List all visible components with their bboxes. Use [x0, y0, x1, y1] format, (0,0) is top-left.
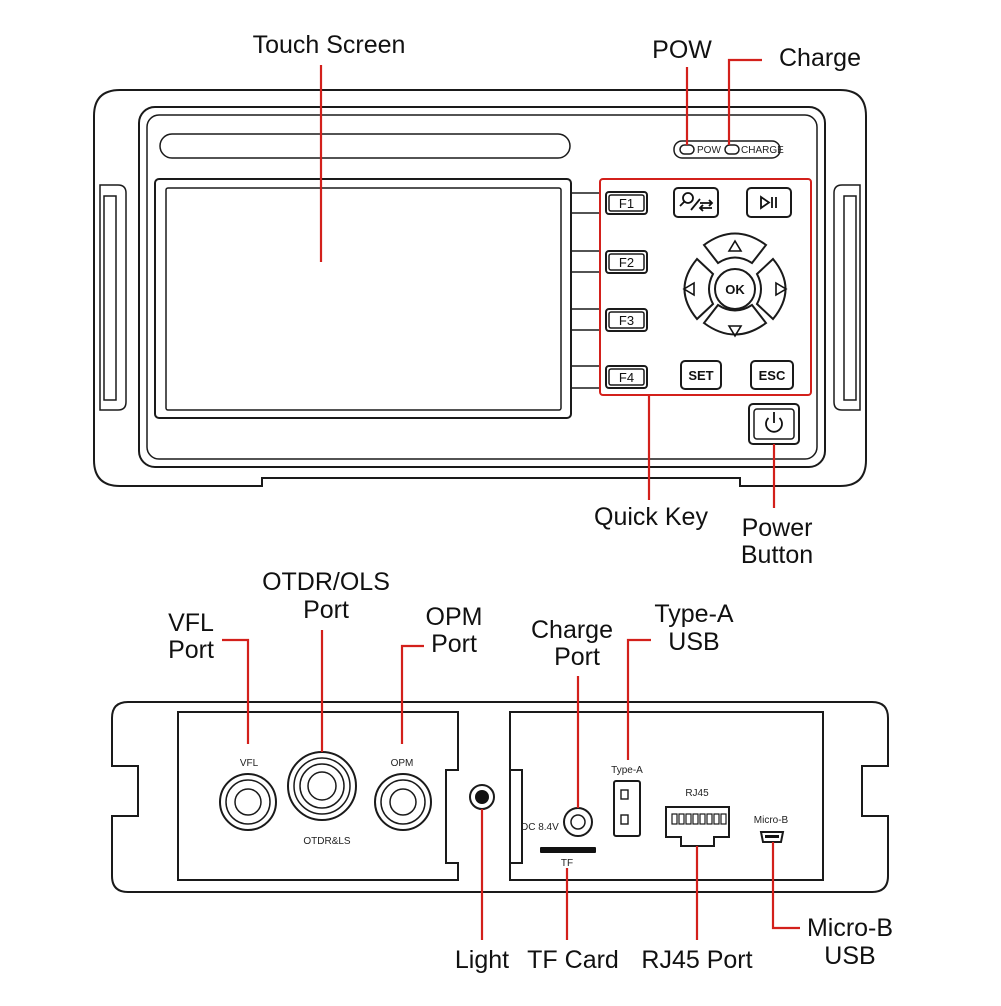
quick-key-callout: Quick Key — [594, 503, 708, 531]
micro-b-callout-line2: USB — [824, 942, 875, 970]
pow-led-label: POW — [697, 145, 721, 156]
ok-key-label: OK — [725, 282, 745, 297]
opm-port[interactable] — [374, 773, 432, 831]
io-port-panel — [509, 711, 824, 881]
charge-led — [724, 144, 740, 155]
tf-slot-label: TF — [561, 858, 573, 869]
arrow-left-icon — [682, 281, 695, 297]
otdr-ols-callout-line1: OTDR/OLS — [262, 568, 390, 596]
light-indicator — [469, 784, 495, 810]
rj45-port[interactable] — [665, 806, 730, 847]
esc-key[interactable]: ESC — [750, 360, 794, 390]
f1-key[interactable]: F1 — [605, 191, 648, 215]
dpad-right-key[interactable] — [755, 257, 787, 321]
tf-card-callout: TF Card — [527, 946, 619, 974]
f-key-connectors — [571, 192, 600, 389]
dpad: OK — [682, 232, 788, 338]
search-swap-icon — [679, 192, 714, 212]
power-icon — [765, 412, 783, 433]
type-a-callout-line1: Type-A — [654, 600, 734, 628]
micro-b-usb-port[interactable] — [759, 831, 785, 843]
dpad-up-key[interactable] — [702, 232, 768, 265]
search-swap-key[interactable] — [673, 187, 719, 218]
opm-port-label: OPM — [391, 758, 414, 769]
vfl-callout-line1: VFL — [168, 609, 214, 637]
front-view: POW CHARGE F1 F2 F3 F4 — [93, 89, 867, 487]
f3-key-label: F3 — [619, 313, 634, 328]
pow-callout: POW — [652, 36, 712, 64]
otdr-ls-port-label: OTDR&LS — [303, 836, 351, 847]
top-slot — [159, 133, 571, 159]
dc-charge-port[interactable] — [563, 807, 593, 837]
vfl-callout-line2: Port — [168, 636, 214, 664]
opm-callout-line2: Port — [431, 630, 477, 658]
rj45-port-label: RJ45 — [685, 788, 709, 799]
f4-key-label: F4 — [619, 370, 634, 385]
arrow-down-icon — [727, 325, 743, 338]
vfl-port[interactable] — [219, 773, 277, 831]
touch-screen[interactable] — [165, 187, 562, 411]
f1-key-label: F1 — [619, 196, 634, 211]
esc-key-label: ESC — [759, 368, 786, 383]
right-grip-inner — [843, 195, 857, 401]
otdr-ls-port[interactable] — [287, 751, 357, 821]
charge-port-callout-line1: Charge — [531, 616, 613, 644]
port-view: VFL OTDR&LS OPM DC 8.4V — [111, 701, 889, 893]
charge-led-label: CHARGE — [741, 145, 784, 156]
type-a-port-label: Type-A — [611, 765, 643, 776]
type-a-callout-line2: USB — [668, 628, 719, 656]
micro-b-callout-line1: Micro-B — [807, 914, 893, 942]
opm-callout-line1: OPM — [426, 603, 483, 631]
set-key[interactable]: SET — [680, 360, 722, 390]
charge-port-callout-line2: Port — [554, 643, 600, 671]
dpad-left-key[interactable] — [683, 257, 715, 321]
set-key-label: SET — [688, 368, 713, 383]
power-button-callout-line1: Power — [742, 514, 813, 542]
rj45-callout: RJ45 Port — [641, 946, 752, 974]
dc-port-label: DC 8.4V — [521, 822, 559, 833]
f3-key[interactable]: F3 — [605, 308, 648, 332]
vfl-port-label: VFL — [240, 758, 259, 769]
light-callout: Light — [455, 946, 509, 974]
micro-b-port-label: Micro-B — [754, 815, 789, 826]
tf-card-slot[interactable] — [540, 847, 596, 853]
touch-screen-callout: Touch Screen — [253, 31, 406, 59]
arrow-up-icon — [727, 239, 743, 252]
play-pause-icon — [760, 195, 777, 210]
port-callouts: OTDR/OLS Port VFL Port OPM Port Charge P… — [168, 568, 893, 974]
f4-key[interactable]: F4 — [605, 365, 648, 389]
pow-led — [679, 144, 695, 155]
power-button[interactable] — [748, 403, 800, 445]
arrow-right-icon — [775, 281, 788, 297]
front-callouts: Touch Screen POW Charge Quick Key Power … — [253, 31, 861, 569]
left-grip-inner — [103, 195, 117, 401]
quick-key-frame — [599, 178, 812, 396]
otdr-ols-callout-line2: Port — [303, 596, 349, 624]
ok-key[interactable]: OK — [714, 268, 756, 310]
f2-key-label: F2 — [619, 255, 634, 270]
type-a-usb-port[interactable] — [613, 780, 641, 837]
f2-key[interactable]: F2 — [605, 250, 648, 274]
dpad-down-key[interactable] — [702, 303, 768, 336]
charge-callout: Charge — [779, 44, 861, 72]
power-button-callout-line2: Button — [741, 541, 813, 569]
play-pause-key[interactable] — [746, 187, 792, 218]
